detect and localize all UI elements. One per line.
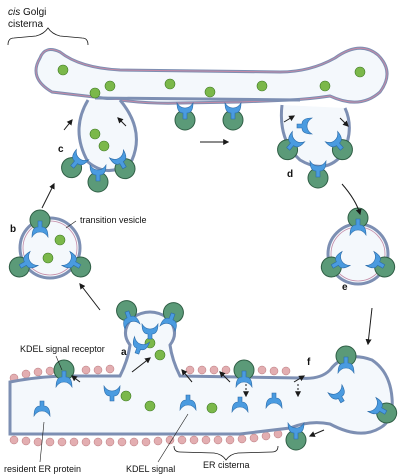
kdel-receptor-label: KDEL signal receptor (20, 344, 105, 354)
budding-vesicle-c (57, 100, 138, 192)
step-a-label: a (121, 348, 127, 358)
resident-er-protein-label: resident ER protein (4, 464, 81, 474)
vesicle-e (318, 208, 399, 284)
step-c-label: c (58, 145, 64, 155)
step-b-label: b (10, 225, 16, 235)
step-e-label: e (342, 283, 348, 293)
cis-golgi-rest: Golgi (23, 7, 46, 18)
golgi-bracket (8, 28, 88, 45)
cis-golgi-label: cis Golgi (8, 8, 46, 18)
er-cisterna-label: ER cisterna (203, 460, 250, 470)
step-d-label: d (287, 170, 293, 180)
er-cisterna (10, 298, 400, 450)
cis-golgi-italic: cis (8, 7, 20, 18)
cis-golgi-label-line2: cisterna (8, 20, 43, 30)
er-bracket (174, 446, 278, 460)
vesicle-d (273, 105, 356, 188)
transition-vesicle-label: transition vesicle (80, 215, 147, 225)
kdel-signal-label: KDEL signal (126, 464, 175, 474)
step-f-label: f (307, 358, 310, 368)
